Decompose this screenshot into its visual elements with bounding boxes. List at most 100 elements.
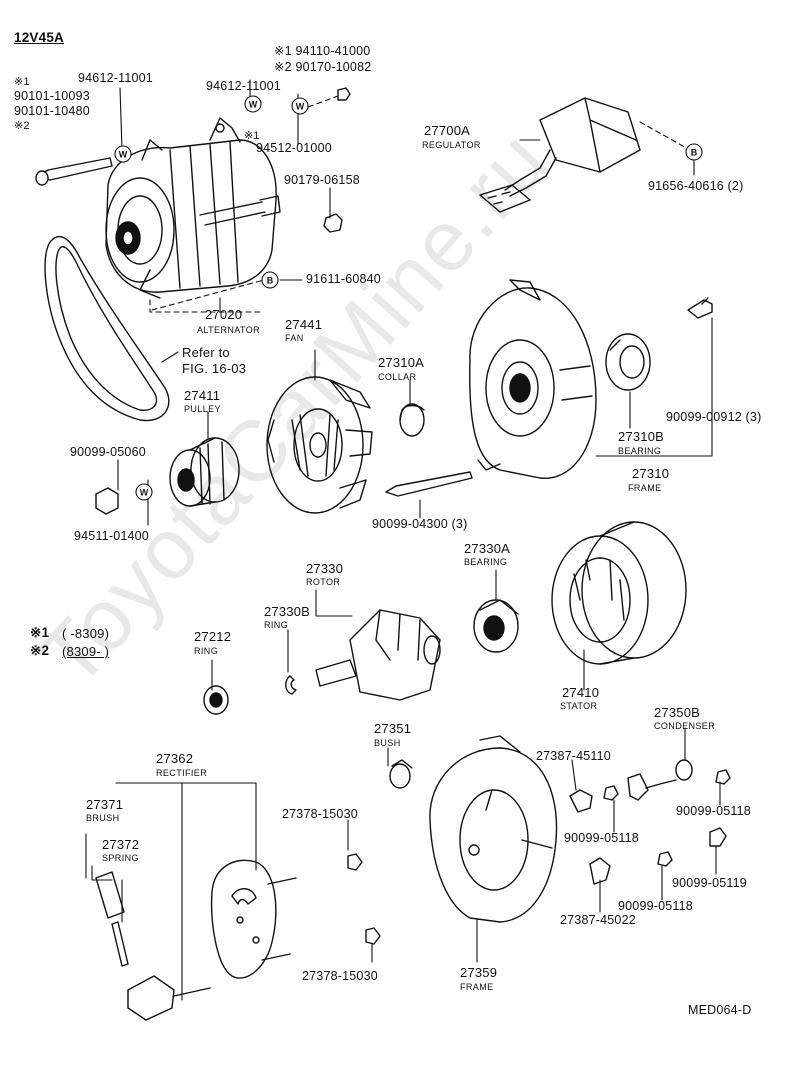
condenser-drawing [627,759,693,801]
part-27387-45022: 27387-45022 [560,913,636,927]
bush-drawing [389,759,413,789]
part-90099-05118-a: 90099-05118 [564,831,639,845]
bolt-letter: B [691,148,698,158]
nut-90099-05118-a-drawing [715,769,731,785]
collar-drawing [399,403,425,437]
part-27700a-name: REGULATOR [422,140,481,150]
part-27310a-name: COLLAR [378,372,417,382]
long-bolt-drawing [385,471,473,497]
part-90170: ※2 90170-10082 [274,60,372,74]
part-27410: 27410 [562,685,600,700]
part-27387-45110: 27387-45110 [536,749,611,763]
note-mark-1: ※1 [30,625,50,640]
part-94612-b: 94612-11001 [206,79,281,93]
part-90101-a: 90101-10093 [14,89,90,103]
part-27441: 27441 [285,317,323,332]
ring-27212-drawing [203,685,229,715]
part-90179: 90179-06158 [284,173,360,187]
part-27411: 27411 [184,388,221,403]
part-94511: 94511-01400 [74,529,149,543]
ring-27330b-drawing [285,675,297,695]
frame-27310-drawing [469,279,597,479]
part-90099-05118-c: 90099-05118 [618,899,693,913]
stator-drawing [551,521,687,665]
part-27020-name: ALTERNATOR [197,325,261,335]
part-27359-name: FRAME [460,982,494,992]
washer-and-bolt-markers [114,95,703,501]
washer-letter: W [296,102,305,112]
part-90101-b: 90101-10480 [14,104,90,118]
part-27020: 27020 [205,307,243,322]
washer-letter: W [119,150,128,160]
leader-lines [85,79,721,1001]
part-27330a-name: BEARING [464,557,508,567]
note-mark-1b: ※1 [244,130,260,142]
washer-icon [114,145,132,163]
part-27359: 27359 [460,965,498,980]
bolt-icon [261,271,279,289]
washer-icon [244,95,262,113]
part-27310a: 27310A [378,355,425,370]
washer-letter: W [140,488,149,498]
part-27411-name: PULLEY [184,404,221,414]
part-27371: 27371 [86,797,124,812]
nut-90099-05119-drawing [709,827,727,847]
part-27362-name: RECTIFIER [156,768,208,778]
pulley-drawing [169,437,240,507]
part-27330-name: ROTOR [306,577,341,587]
part-27372: 27372 [102,837,140,852]
part-27310b: 27310B [618,429,665,444]
part-27362: 27362 [156,751,194,766]
bolt-90101-drawing [35,157,113,186]
part-27330: 27330 [306,561,344,576]
part-27350b-name: CONDENSER [654,721,716,731]
bush-27378-upper-drawing [347,853,363,871]
part-27700a: 27700A [424,123,471,138]
part-90099-00912: 90099-00912 (3) [666,410,762,424]
nut-90099-05118-b-drawing [603,785,619,801]
part-27212: 27212 [194,629,232,644]
brush-drawing [95,871,211,1021]
regulator-drawing [479,97,641,213]
part-27310: 27310 [632,466,670,481]
refer-to: Refer to [182,345,230,360]
refer-figure: FIG. 16-03 [182,361,247,376]
part-27330b: 27330B [264,604,311,619]
model-code: 12V45A [14,30,64,45]
fan-drawing [266,376,373,514]
part-27372-name: SPRING [102,853,139,863]
alternator-assembly-drawing [105,117,281,299]
washer-letter: W [249,100,258,110]
nut-94110-drawing [337,87,351,101]
part-27351: 27351 [374,721,412,736]
v-belt-drawing [44,235,170,422]
part-27310-name: FRAME [628,483,662,493]
bolt-letter: B [267,276,274,286]
nut-90099-05118-c-drawing [657,851,673,867]
part-27330a: 27330A [464,541,511,556]
terminal-27387-45110-drawing [569,789,593,813]
nut-90179-drawing [323,213,343,233]
part-91656: 91656-40616 (2) [648,179,744,193]
part-27330b-name: RING [264,620,289,630]
bolt-icon [685,143,703,161]
note-range-1: ( -8309) [62,626,110,641]
bush-27378-lower-drawing [365,927,381,945]
bearing-27330a-drawing [473,599,519,653]
part-27212-name: RING [194,646,219,656]
part-94110: ※1 94110-41000 [274,44,371,58]
nut-90099-05060-drawing [95,487,119,515]
screw-90099-00912-drawing [687,297,713,319]
dashed-links [149,95,691,313]
note-mark-1a: ※1 [14,76,30,88]
part-91611: 91611-60840 [306,272,381,286]
part-27378-a: 27378-15030 [282,807,358,821]
diagram-code: MED064-D [688,1003,752,1017]
frame-27359-drawing [429,735,558,923]
part-90099-05119: 90099-05119 [672,876,747,890]
part-94612-a: 94612-11001 [78,71,153,85]
part-27378-b: 27378-15030 [302,969,378,983]
part-27310b-name: BEARING [618,446,662,456]
part-94512: 94512-01000 [256,141,332,155]
